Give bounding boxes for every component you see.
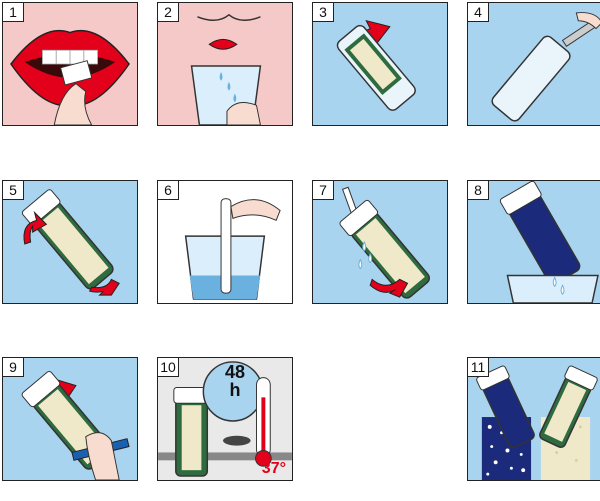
step-9-number: 9: [3, 358, 24, 377]
incubation-hours-value: 48: [210, 363, 260, 381]
step-6-panel: 6: [157, 180, 293, 304]
step-7-panel: 7: [312, 180, 448, 304]
step-3-number: 3: [313, 3, 334, 22]
step-4-panel: 4: [467, 2, 600, 126]
step-9-panel: 9: [2, 357, 138, 481]
step-1-panel: 1: [2, 2, 138, 126]
step-7-number: 7: [313, 181, 334, 200]
step-1-number: 1: [3, 3, 24, 22]
step-3-panel: 3: [312, 2, 448, 126]
step-10-number: 10: [158, 358, 179, 377]
step-5-panel: 5: [2, 180, 138, 304]
step-8-panel: 8: [467, 180, 600, 304]
step-4-number: 4: [468, 3, 489, 22]
step-5-number: 5: [3, 181, 24, 200]
step-2-panel: 2: [157, 2, 293, 126]
step-11-number: 11: [468, 358, 489, 377]
incubation-temperature: 37°: [262, 460, 286, 478]
step-2-number: 2: [158, 3, 179, 22]
incubation-hours-unit: h: [210, 381, 260, 399]
step-8-number: 8: [468, 181, 489, 200]
step-11-panel: 11: [467, 357, 600, 481]
incubation-time: 48 h: [210, 363, 260, 399]
step-6-number: 6: [158, 181, 179, 200]
step-10-panel: 10 48 h 37°: [157, 357, 293, 481]
